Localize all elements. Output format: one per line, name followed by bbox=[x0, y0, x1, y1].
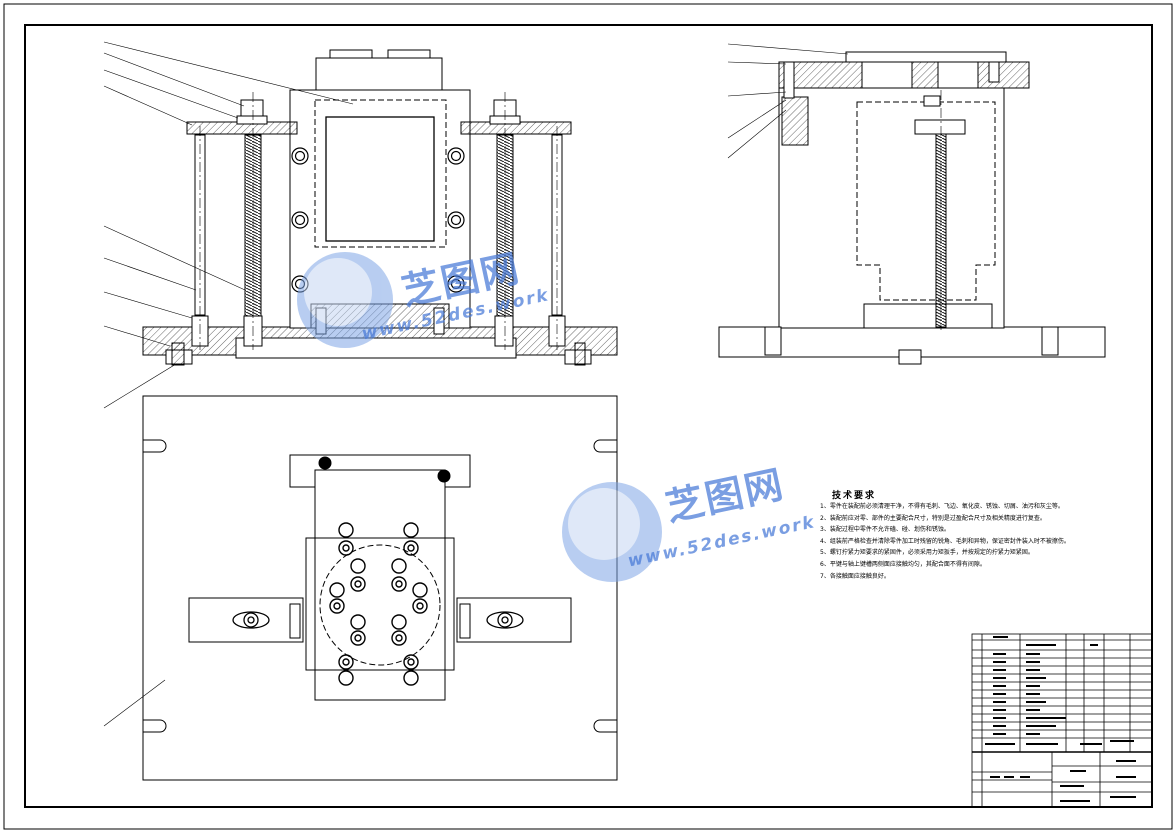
left-clamp bbox=[188, 597, 304, 643]
side-main-body bbox=[778, 87, 1005, 329]
top-view bbox=[103, 395, 618, 781]
tech-note: 1、零件在装配前必须清理干净，不得有毛刺、飞边、氧化皮、锈蚀、切屑、油污和灰尘等… bbox=[820, 503, 1064, 510]
title-block bbox=[971, 633, 1153, 808]
tech-note: 7、各接触面应接触良好。 bbox=[820, 572, 890, 580]
front-view bbox=[103, 41, 618, 409]
right-clamp bbox=[456, 597, 572, 643]
tech-requirements-notes: 1、零件在装配前必须清理干净，不得有毛刺、飞边、氧化皮、锈蚀、切屑、油污和灰尘等… bbox=[820, 501, 1070, 582]
tech-note: 3、装配过程中零件不允许磕、碰、划伤和锈蚀。 bbox=[820, 526, 950, 534]
tech-requirements-title: 技术要求 bbox=[832, 491, 877, 501]
watermark-globe-2 bbox=[562, 482, 662, 582]
tech-note: 5、螺钉拧紧力矩要求的紧固件，必须采用力矩扳手，并按规定的拧紧力矩紧固。 bbox=[820, 549, 1034, 557]
outer-frame bbox=[3, 3, 1173, 830]
side-view bbox=[718, 43, 1106, 365]
tech-note: 4、组装前严格检查并清除零件加工时残留的锐角、毛刺和异物，保证密封件装入时不被擦… bbox=[820, 537, 1070, 545]
tech-note: 2、装配前应对零、部件的主要配合尺寸，特别是过盈配合尺寸及相关精度进行复查。 bbox=[820, 514, 1046, 522]
watermark-globe-1 bbox=[297, 252, 393, 348]
tech-note: 6、平键与轴上键槽两侧面应接触均匀，其配合面不得有间隙。 bbox=[820, 560, 986, 568]
top-center-plate bbox=[314, 469, 446, 701]
inner-frame bbox=[24, 24, 1153, 808]
